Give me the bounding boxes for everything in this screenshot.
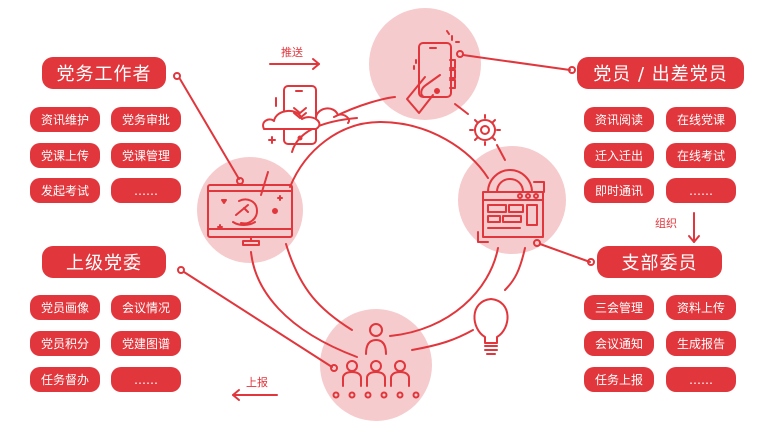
branch-committee-item[interactable]: 任务上报: [584, 367, 654, 392]
lightbulb-icon: [473, 298, 509, 355]
gear-icon: [469, 114, 501, 146]
party-worker-item[interactable]: 党课管理: [111, 143, 181, 168]
party-worker-more[interactable]: ……: [111, 178, 181, 203]
branch-committee-title: 支部委员: [597, 246, 722, 278]
superior-committee-item[interactable]: 党员画像: [30, 295, 100, 320]
superior-committee-item[interactable]: 会议情况: [111, 295, 181, 320]
branch-committee-item[interactable]: 资料上传: [666, 295, 736, 320]
party-member-item[interactable]: 资讯阅读: [584, 107, 654, 132]
flow-arrows: [232, 58, 700, 401]
branch-committee-item[interactable]: 三会管理: [584, 295, 654, 320]
superior-committee-item[interactable]: 任务督办: [30, 367, 100, 392]
branch-committee-item[interactable]: 会议通知: [584, 331, 654, 356]
branch-committee-item[interactable]: 生成报告: [666, 331, 736, 356]
party-worker-item[interactable]: 党务审批: [111, 107, 181, 132]
gear-web-page-icon: [477, 169, 545, 243]
party-worker-item[interactable]: 资讯维护: [30, 107, 100, 132]
superior-committee-more[interactable]: ……: [111, 367, 181, 392]
party-member-title: 党员 / 出差党员: [577, 57, 744, 89]
party-worker-item[interactable]: 发起考试: [30, 178, 100, 203]
party-member-more[interactable]: ……: [666, 178, 736, 203]
party-worker-item[interactable]: 党课上传: [30, 143, 100, 168]
connector-lines: [173, 50, 595, 372]
report-label: 上报: [246, 376, 268, 389]
hand-phone-icon: [406, 30, 460, 114]
party-emblem-monitor-icon: [207, 184, 293, 246]
meeting-people-icon: [332, 323, 420, 399]
superior-committee-item[interactable]: 党建图谱: [111, 331, 181, 356]
superior-committee-item[interactable]: 党员积分: [30, 331, 100, 356]
party-member-item[interactable]: 即时通讯: [584, 178, 654, 203]
party-worker-title: 党务工作者: [42, 57, 166, 89]
party-member-item[interactable]: 迁入迁出: [584, 143, 654, 168]
party-member-item[interactable]: 在线考试: [666, 143, 736, 168]
party-member-item[interactable]: 在线党课: [666, 107, 736, 132]
push-label: 推送: [281, 46, 303, 59]
node-circles: [197, 8, 566, 421]
branch-committee-more[interactable]: ……: [666, 367, 736, 392]
cloud-phone-icon: [262, 85, 350, 145]
ring-arcs: [250, 96, 526, 358]
organize-label: 组织: [655, 217, 677, 230]
superior-committee-title: 上级党委: [42, 246, 166, 278]
